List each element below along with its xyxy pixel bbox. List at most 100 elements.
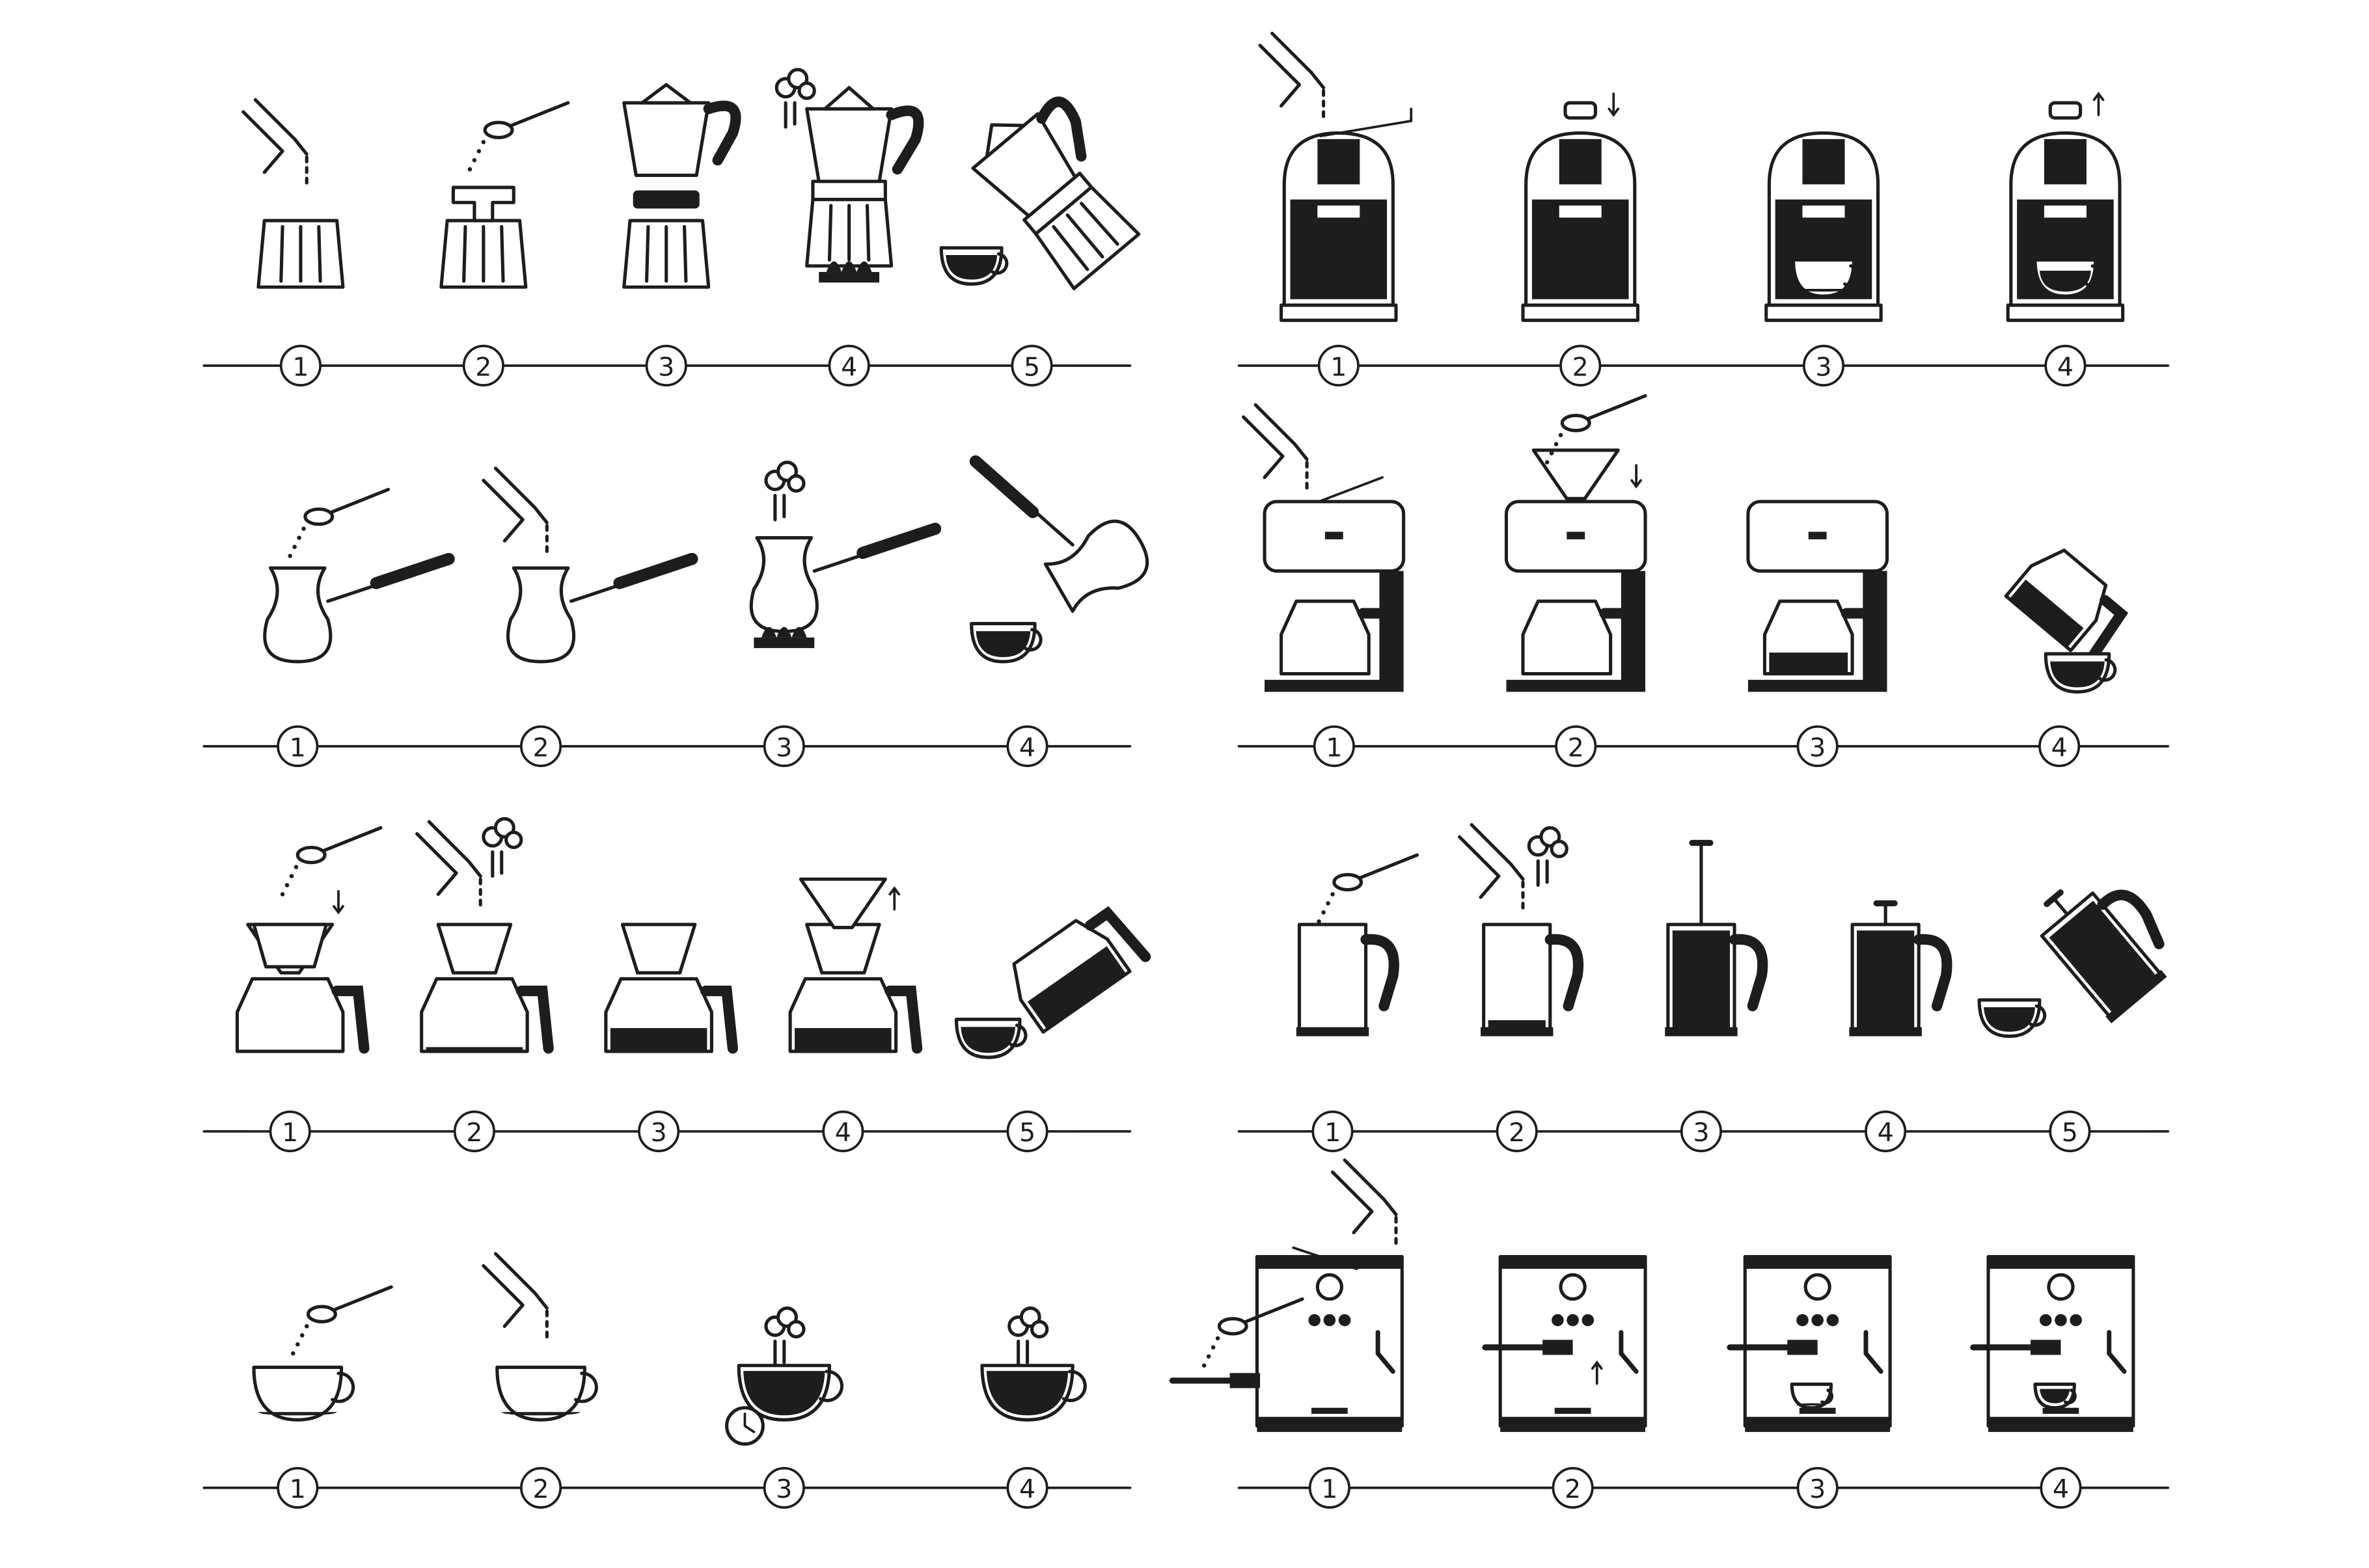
- cezve-neck: [1028, 505, 1075, 547]
- coffee-fill: [1984, 1007, 2035, 1032]
- arrow-up-icon: [1591, 1360, 1603, 1385]
- capsule-slot: [2044, 139, 2087, 185]
- step-number: 1: [1321, 1474, 1337, 1504]
- espresso-ready-icon: [1970, 1255, 2135, 1432]
- water-into-capsule-machine-icon: [1258, 31, 1413, 322]
- control-button: [1308, 1314, 1321, 1327]
- coffee-fill: [2039, 1388, 2070, 1403]
- step-3: 3: [749, 460, 942, 768]
- capsule-slot: [1802, 139, 1845, 185]
- cup-icon: [252, 1365, 344, 1422]
- arrow-down-icon: [333, 889, 344, 915]
- steam-wand-icon: [2107, 1330, 2127, 1374]
- carafe-handle: [1085, 906, 1151, 962]
- step-number-circle: [279, 344, 322, 387]
- step-number: 5: [1024, 352, 1040, 382]
- pressure-gauge-icon: [1315, 1273, 1343, 1301]
- coffee-fill: [976, 631, 1031, 657]
- coffee-grain: [305, 1324, 309, 1329]
- step-number: 4: [2053, 1474, 2069, 1504]
- step-4: 4: [2006, 92, 2125, 387]
- step-number: 4: [841, 352, 857, 382]
- cezve-body: [749, 536, 819, 634]
- coffee-into-drip-filter-icon: [1504, 394, 1647, 692]
- coffee-grain: [1321, 910, 1326, 915]
- dripper-cone-icon: [799, 877, 887, 930]
- steam-puff: [1030, 1319, 1049, 1339]
- coffee-grain: [291, 1351, 295, 1356]
- water-into-french-press-icon: [1457, 823, 1583, 1036]
- step-number: 4: [1019, 733, 1035, 763]
- spoon-icon: [1217, 1317, 1248, 1336]
- pour-carafe-into-cup-icon: [2004, 548, 2129, 694]
- coffee-grain: [295, 1342, 300, 1347]
- steam-wand-icon: [1619, 1330, 1639, 1374]
- step-5: 5: [939, 96, 1141, 387]
- step-2: 2: [439, 101, 570, 387]
- step-number: 4: [2057, 352, 2074, 382]
- control-button: [1796, 1314, 1809, 1327]
- coffee-into-cup-icon: [252, 1285, 393, 1422]
- cup-icon: [495, 1365, 586, 1422]
- insert-portafilter-icon: [1482, 1255, 1647, 1432]
- pour-french-press-icon: [1977, 889, 2167, 1038]
- step-number: 3: [776, 733, 792, 763]
- brew-head: [2044, 205, 2087, 218]
- plunger-rod: [2051, 897, 2069, 917]
- kettle-spout-icon: [482, 1252, 549, 1328]
- water-into-moka-base-icon: [241, 98, 345, 289]
- drip-machine-base: [1265, 571, 1404, 692]
- press-handle: [1544, 934, 1583, 1012]
- control-button: [1552, 1314, 1564, 1327]
- kettle-spout-icon: [241, 98, 308, 174]
- steam-lines: [784, 101, 797, 129]
- moka-lid: [823, 86, 875, 111]
- coffee-fill: [501, 1412, 581, 1416]
- step-1: 1: [252, 1285, 393, 1509]
- step-number-circle: [1006, 1110, 1048, 1152]
- coffee-grain: [467, 167, 472, 172]
- carafe-handle: [1599, 608, 1637, 677]
- pour-moka-into-cup-icon: [939, 96, 1141, 291]
- step-3: 3: [1746, 500, 1889, 768]
- spoon-handle: [1355, 853, 1419, 881]
- step-number-circle: [638, 1110, 680, 1152]
- coffee-fill: [961, 1027, 1015, 1053]
- step-number-circle: [1555, 725, 1597, 768]
- cup-handle: [1061, 1370, 1087, 1403]
- kettle-spout-icon: [1258, 31, 1326, 108]
- arrow-down-icon: [1630, 464, 1642, 489]
- cup-handle: [1842, 264, 1861, 287]
- flame-icon: [826, 261, 842, 273]
- step-number: 3: [1693, 1118, 1709, 1148]
- capsule-machine-brew-icon: [1764, 131, 1883, 322]
- flame-icon: [856, 261, 872, 273]
- step-number-circle: [1006, 1467, 1048, 1509]
- plunger-knob: [2044, 889, 2064, 908]
- cup-handle: [573, 1372, 598, 1403]
- step-number-circle: [269, 1110, 311, 1152]
- machine-indicator: [1567, 532, 1585, 539]
- spoon-icon: [303, 507, 335, 526]
- drip-tray: [1745, 1416, 1891, 1432]
- carafe-icon: [1280, 599, 1371, 676]
- step-number-circle: [1802, 344, 1844, 387]
- cup-handle: [1024, 628, 1043, 652]
- carafe-handle: [515, 985, 554, 1054]
- water-into-cezve-icon: [482, 466, 698, 664]
- moka-handle: [1036, 96, 1087, 162]
- coffee-fill: [1798, 289, 1850, 292]
- cup-handle: [2098, 658, 2117, 682]
- flame-icon: [842, 261, 857, 273]
- spoon-handle: [318, 826, 383, 854]
- step-number: 1: [292, 352, 308, 382]
- steam-lines: [491, 850, 504, 878]
- moka-top: [805, 107, 894, 183]
- fill-espresso-machine-icon: [1169, 1158, 1404, 1432]
- tray-grill: [1311, 1407, 1348, 1414]
- step-number: 3: [1809, 1474, 1826, 1504]
- step-number: 2: [533, 1474, 549, 1504]
